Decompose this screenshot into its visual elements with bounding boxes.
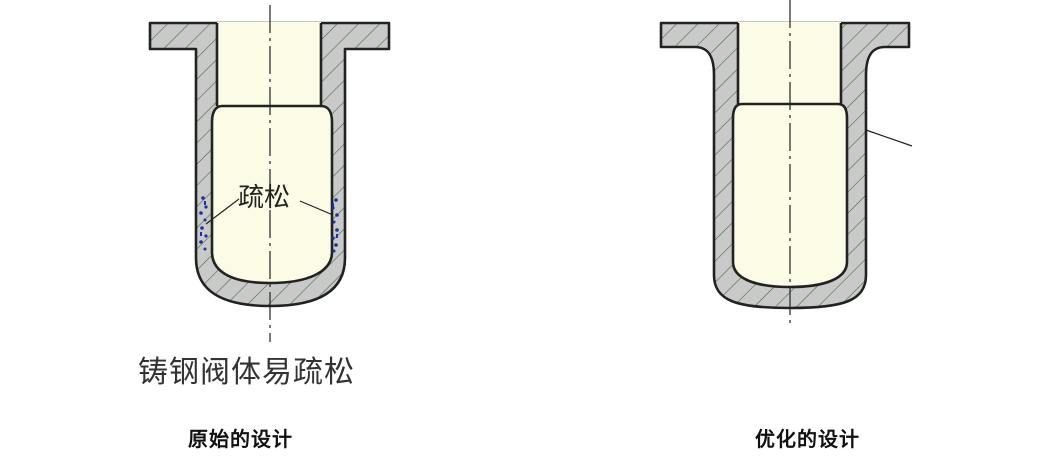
optimized-design-section (659, 0, 913, 324)
porosity-leader-left (205, 198, 240, 225)
optimized-leader-line (865, 129, 913, 147)
original-design-caption: 原始的设计 (188, 427, 293, 451)
porosity-leader-right (299, 200, 334, 216)
original-bore (217, 22, 321, 108)
optimized-design-caption: 优化的设计 (755, 427, 860, 451)
porosity-label: 疏松 (238, 183, 291, 213)
porosity-marks-right (331, 198, 339, 253)
original-design-section (148, 5, 391, 342)
porosity-marks-left (199, 196, 208, 251)
original-chamber (210, 104, 334, 285)
cast-steel-body-caption: 铸钢阀体易疏松 (138, 355, 355, 390)
